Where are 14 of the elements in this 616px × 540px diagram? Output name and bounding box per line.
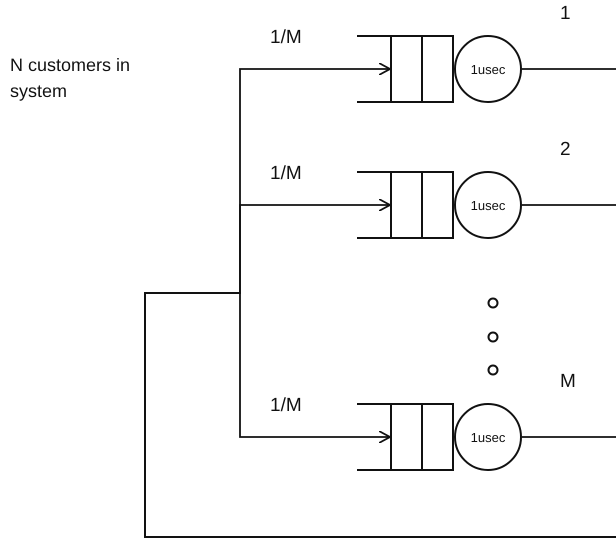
service-time: 1usec [470,62,506,76]
server-number: 2 [560,139,571,161]
server-number: 1 [560,3,571,25]
queue-buffer [390,171,454,239]
output-line [522,436,616,438]
arrow [144,292,616,538]
service-time: 1usec [470,430,506,444]
output-line [522,68,616,70]
server-number: M [560,371,576,393]
service-time: 1usec [470,198,506,212]
queue-buffer [390,403,454,471]
queue-buffer [390,35,454,103]
output-line [522,204,616,206]
note-text: N customers in system [10,54,132,103]
